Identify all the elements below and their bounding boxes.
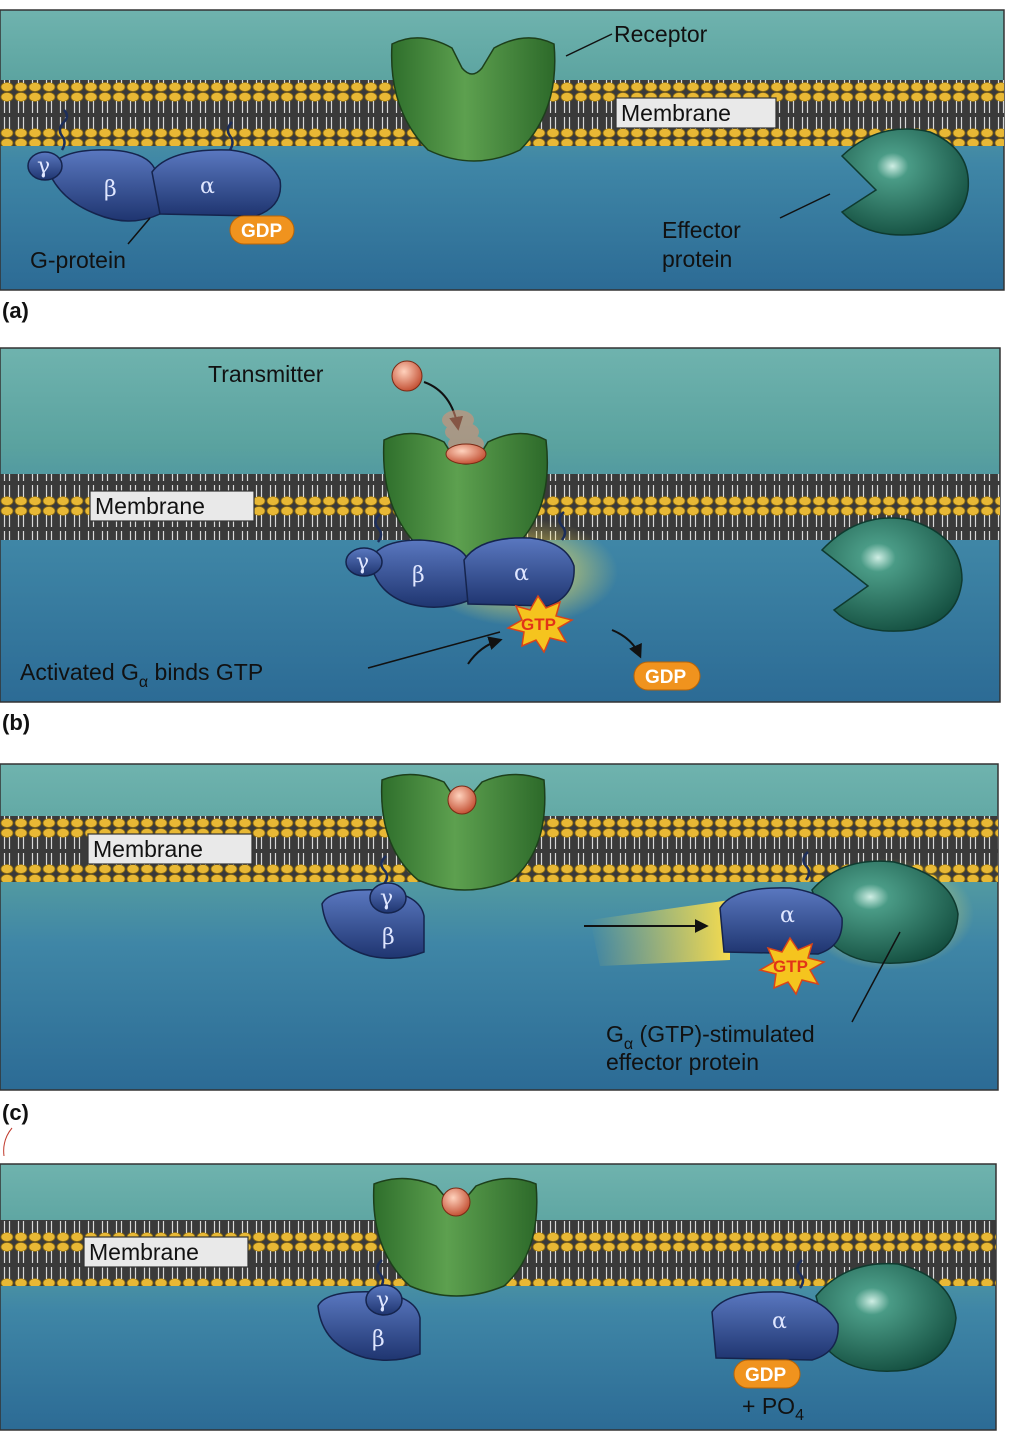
alpha-subunit	[711, 1291, 839, 1361]
alpha-subunit	[151, 149, 282, 217]
alpha-subunit	[719, 887, 843, 955]
gdp-label: GDP	[645, 667, 687, 688]
gtp-label: GTP	[521, 615, 556, 634]
gamma-subunit	[27, 151, 63, 181]
receptor-label: Receptor	[614, 21, 708, 47]
gamma-symbol: γ	[376, 1288, 389, 1313]
beta-symbol: β	[412, 563, 425, 588]
alpha-symbol: α	[780, 903, 795, 928]
transmitter-label: Transmitter	[208, 361, 324, 387]
gdp-label: GDP	[745, 1365, 787, 1386]
beta-symbol: β	[382, 925, 395, 950]
gamma-symbol: γ	[356, 550, 369, 575]
transmitter-bound	[445, 443, 487, 465]
alpha-subunit	[463, 537, 575, 607]
gamma-subunit	[345, 547, 383, 577]
gamma-symbol: γ	[380, 886, 393, 911]
transmitter-bound	[447, 785, 477, 815]
gprotein-label: G-protein	[30, 247, 126, 273]
gtp-star	[758, 936, 826, 996]
effector-protein	[840, 128, 970, 236]
panel-tag-c: (c)	[2, 1100, 29, 1125]
membrane-label: Membrane	[89, 1239, 199, 1265]
alpha-symbol: α	[200, 174, 215, 199]
gtp-label: GTP	[773, 957, 808, 976]
activated-label: Activated Gα binds GTP	[20, 659, 263, 691]
transmitter-molecule	[391, 360, 423, 392]
membrane-label: Membrane	[95, 493, 205, 519]
beta-symbol: β	[372, 1327, 385, 1352]
stimulated-label-line1: Gα (GTP)-stimulated	[606, 1021, 815, 1053]
alpha-symbol: α	[772, 1309, 787, 1334]
alpha-symbol: α	[514, 561, 529, 586]
beta-symbol: β	[104, 177, 117, 202]
panel-d: Membrane γ β α GDP + PO4	[0, 1163, 997, 1431]
effector-protein	[815, 1262, 957, 1372]
panel-a: Receptor Membrane γ β α GDP G-protein Ef…	[0, 9, 1005, 323]
panel-c: Membrane γ β α GTP Gα (GTP)-stimulated e…	[0, 763, 999, 1157]
effector-protein	[811, 860, 959, 964]
panel-b: Membrane Transmitter γ β α GTP GDP A	[0, 347, 1001, 735]
effector-protein	[820, 517, 963, 632]
gdp-badge	[633, 661, 701, 691]
gdp-label: GDP	[241, 221, 283, 242]
panel-tag-b: (b)	[2, 710, 30, 735]
gamma-subunit	[369, 882, 407, 914]
receptor	[390, 37, 556, 162]
membrane-label: Membrane	[621, 100, 731, 126]
gtp-star	[506, 594, 574, 654]
stimulated-label-line2: effector protein	[606, 1049, 759, 1075]
gdp-badge	[733, 1359, 801, 1389]
panel-tag-a: (a)	[2, 298, 29, 323]
effector-label-line1: Effector	[662, 217, 741, 243]
gdp-badge	[229, 215, 295, 245]
phosphate-label: + PO4	[742, 1393, 804, 1424]
gamma-symbol: γ	[37, 154, 50, 179]
membrane-label: Membrane	[93, 836, 203, 862]
effector-label-line2: protein	[662, 246, 732, 272]
transmitter-bound	[441, 1187, 471, 1217]
gamma-subunit	[365, 1284, 403, 1316]
